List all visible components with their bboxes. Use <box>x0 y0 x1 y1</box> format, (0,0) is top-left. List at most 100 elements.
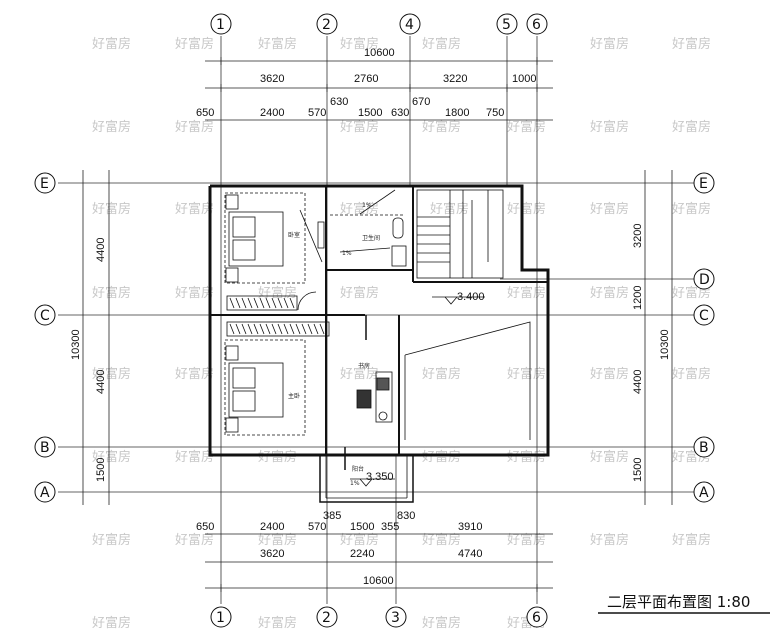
axis-label-left: C <box>40 308 50 324</box>
dimension-lines-bottom <box>205 533 553 592</box>
bedroom-top <box>224 192 325 284</box>
dim-top: 650 <box>196 107 214 119</box>
dim-top: 3620 <box>260 73 284 85</box>
room-label-bathroom: 卫生间 <box>362 234 380 242</box>
room-label-balcony: 阳台 <box>352 465 364 473</box>
watermark: 好富房 <box>175 119 214 135</box>
watermark: 好富房 <box>672 532 711 548</box>
axis-label-right: E <box>699 176 708 192</box>
slope-label: 1% <box>342 250 352 257</box>
watermark: 好富房 <box>672 366 711 382</box>
axis-bubbles-bottom <box>210 606 548 628</box>
watermark: 好富房 <box>430 201 469 217</box>
axis-label-left: A <box>40 485 50 501</box>
watermark: 好富房 <box>590 119 629 135</box>
dim-top: 1500 <box>358 107 382 119</box>
watermark: 好富房 <box>672 36 711 52</box>
watermark: 好富房 <box>590 532 629 548</box>
watermark: 好富房 <box>422 449 461 465</box>
dim-bottom: 2240 <box>350 548 374 560</box>
axis-label-top: 2 <box>322 17 331 33</box>
slope-label: 1% <box>362 202 372 209</box>
level-marker-stair <box>432 296 485 305</box>
dim-right: 1200 <box>632 286 644 310</box>
watermark: 好富房 <box>340 366 379 382</box>
wardrobe-top <box>226 291 317 311</box>
watermark: 好富房 <box>590 449 629 465</box>
axis-label-right: A <box>699 485 709 501</box>
watermark: 好富房 <box>507 532 546 548</box>
watermark: 好富房 <box>340 285 379 301</box>
watermark: 好富房 <box>175 532 214 548</box>
dimension-lines-sides <box>82 170 673 505</box>
dim-right: 4400 <box>632 370 644 394</box>
dim-left: 4400 <box>95 370 107 394</box>
watermark: 好富房 <box>258 615 297 631</box>
axis-label-bottom: 6 <box>532 610 541 626</box>
watermark: 好富房 <box>175 201 214 217</box>
dim-top: 2400 <box>260 107 284 119</box>
dim-bottom: 385 <box>323 510 341 522</box>
watermark: 好富房 <box>507 285 546 301</box>
axis-label-left: B <box>40 440 50 456</box>
dim-bottom: 4740 <box>458 548 482 560</box>
axis-label-right: B <box>699 440 709 456</box>
room-label-bedroom: 卧室 <box>288 231 300 239</box>
dim-bottom: 2400 <box>260 521 284 533</box>
room-label-master-bedroom: 主卧 <box>288 392 300 400</box>
level-balcony-text: 3.350 <box>366 471 394 483</box>
dim-right: 3200 <box>632 224 644 248</box>
watermark: 好富房 <box>422 532 461 548</box>
watermark-layer: 好富房 好富房 好富房 好富房 好富房 好富房 好富房 好富房 好富房 好富房 … <box>92 36 711 631</box>
watermark: 好富房 <box>258 285 297 301</box>
level-marker-balcony <box>350 478 395 487</box>
dim-bottom: 355 <box>381 521 399 533</box>
dim-top: 630 <box>330 96 348 108</box>
dim-left-total: 10300 <box>70 329 82 360</box>
bedroom-bottom <box>224 321 330 436</box>
dim-bottom: 570 <box>308 521 326 533</box>
dim-left: 4400 <box>95 238 107 262</box>
staircase <box>416 189 504 279</box>
dim-top: 2760 <box>354 73 378 85</box>
building-walls <box>208 184 550 457</box>
dim-top: 750 <box>486 107 504 119</box>
dimension-lines-top <box>205 57 553 121</box>
watermark: 好富房 <box>422 36 461 52</box>
watermark: 好富房 <box>422 119 461 135</box>
watermark: 好富房 <box>590 36 629 52</box>
watermark: 好富房 <box>340 119 379 135</box>
watermark: 好富房 <box>340 532 379 548</box>
watermark: 好富房 <box>672 119 711 135</box>
watermark: 好富房 <box>175 285 214 301</box>
watermark: 好富房 <box>422 615 461 631</box>
room-label-study: 书房 <box>358 362 370 370</box>
watermark: 好富房 <box>672 201 711 217</box>
dim-top: 570 <box>308 107 326 119</box>
dim-left: 1500 <box>95 458 107 482</box>
dim-bottom: 650 <box>196 521 214 533</box>
axis-label-top: 6 <box>532 17 541 33</box>
watermark: 好富房 <box>340 201 379 217</box>
dim-bottom: 830 <box>397 510 415 522</box>
axis-label-bottom: 2 <box>322 610 331 626</box>
watermark: 好富房 <box>258 449 297 465</box>
watermark: 好富房 <box>340 36 379 52</box>
watermark: 好富房 <box>175 449 214 465</box>
axis-label-right: D <box>699 272 710 288</box>
dim-right-total: 10300 <box>659 329 671 360</box>
axis-label-left: E <box>40 176 49 192</box>
watermark: 好富房 <box>92 449 131 465</box>
axis-label-top: 5 <box>502 17 511 33</box>
drawing-title: 二层平面布置图 1:80 <box>607 593 750 611</box>
axis-label-top: 4 <box>405 17 414 33</box>
dim-top: 670 <box>412 96 430 108</box>
watermark: 好富房 <box>507 201 546 217</box>
watermark: 好富房 <box>92 119 131 135</box>
dim-top-total: 10600 <box>364 47 395 59</box>
watermark: 好富房 <box>92 285 131 301</box>
watermark: 好富房 <box>507 449 546 465</box>
dim-top: 1000 <box>512 73 536 85</box>
watermark: 好富房 <box>175 366 214 382</box>
